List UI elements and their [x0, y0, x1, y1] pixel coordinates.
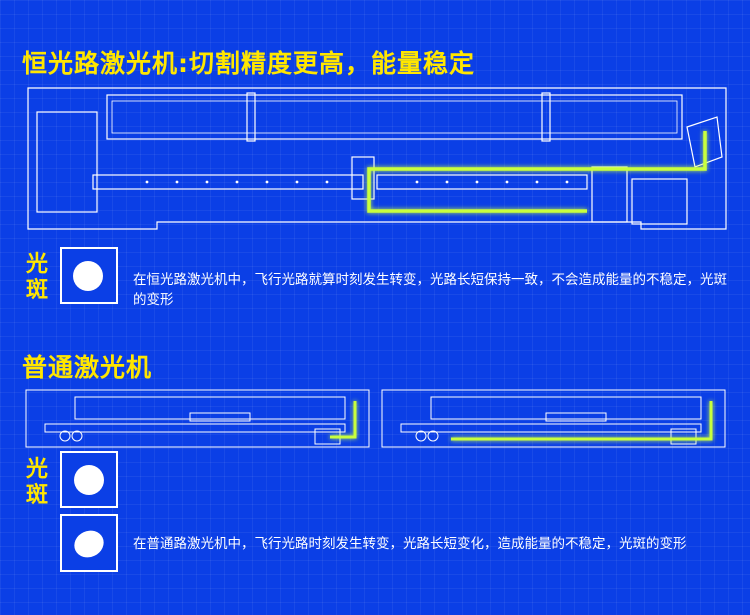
section-title-constant-laser: 恒光路激光机:切割精度更高，能量稳定 — [22, 49, 475, 78]
laser-path-constant — [367, 131, 707, 213]
normal-machine-diagram-short-path — [25, 389, 370, 448]
section-title-normal-laser: 普通激光机 — [22, 353, 153, 382]
laser-path-normal-long — [451, 401, 713, 441]
description-constant: 在恒光路激光机中，飞行光路就算时刻发生转变，光路长短保持一致，不会造成能量的不稳… — [133, 272, 727, 308]
description-normal: 在普通路激光机中，飞行光路时刻发生转变，光路长短变化，造成能量的不稳定，光斑的变… — [133, 536, 687, 552]
spot-label-constant: 光斑 — [26, 252, 49, 303]
laser-path-normal-short — [330, 401, 357, 439]
spot-sample-deformed — [60, 514, 118, 572]
spot-label-normal: 光斑 — [26, 457, 49, 508]
spot-sample-round-normal — [60, 451, 118, 508]
round-spot-icon — [74, 465, 104, 495]
constant-path-machine-diagram — [27, 87, 727, 230]
normal-machine-diagram-long-path — [381, 389, 726, 448]
round-spot-icon — [73, 261, 103, 291]
deformed-spot-icon — [74, 530, 104, 558]
spot-sample-round — [60, 247, 118, 304]
